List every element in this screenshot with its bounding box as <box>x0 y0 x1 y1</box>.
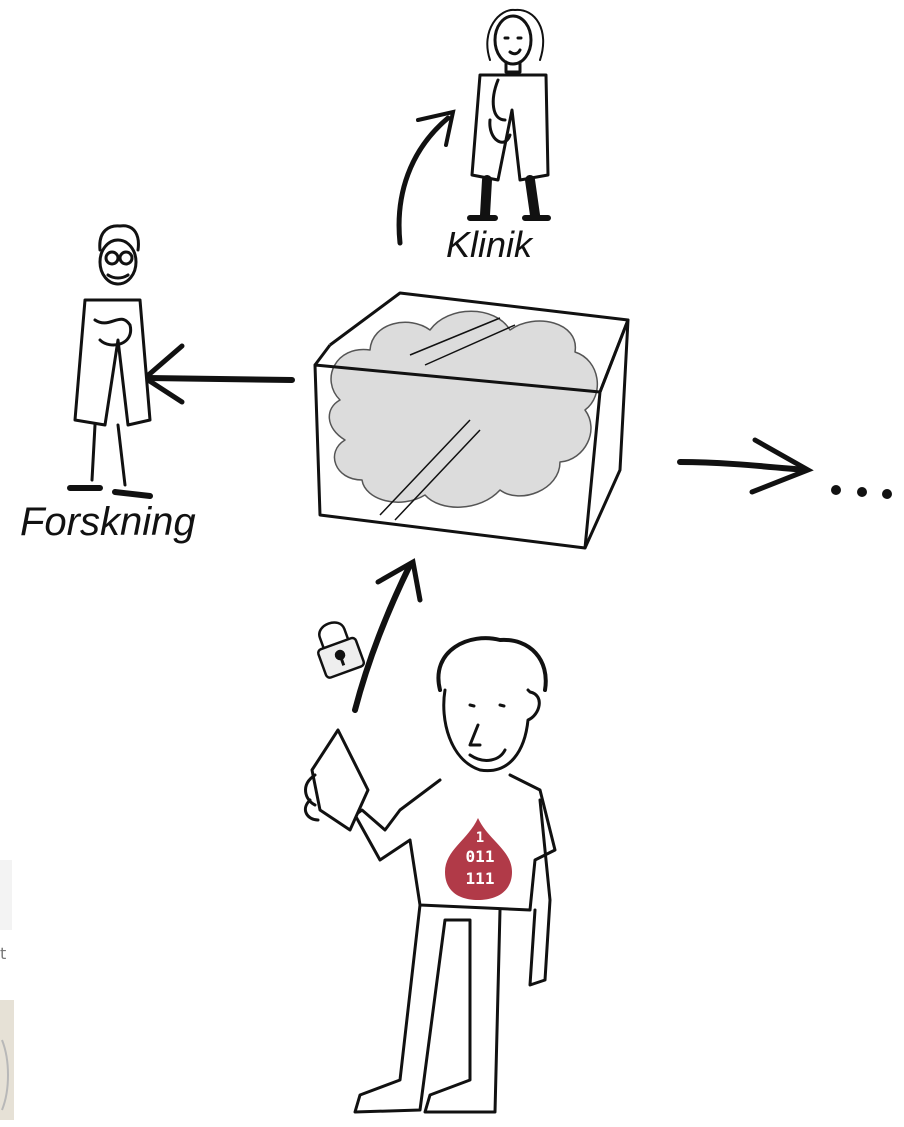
left-edge-fragment <box>0 860 14 1120</box>
clinic-label: Klinik <box>446 224 532 266</box>
drop-digits-line-2: 011 <box>466 847 495 866</box>
clinician-figure <box>470 10 548 218</box>
arrow-to-more <box>680 440 808 492</box>
drop-digits-line-1: 1 <box>476 830 484 846</box>
data-cloud-box <box>315 293 628 548</box>
arrow-to-box <box>355 562 420 710</box>
edge-fragment-text: t <box>0 944 6 963</box>
arrow-to-research <box>145 346 292 402</box>
ellipsis-dots <box>831 485 892 499</box>
patient-hair <box>438 638 545 690</box>
padlock-icon <box>310 617 365 679</box>
patient-figure <box>305 638 555 1112</box>
box-right <box>585 320 628 548</box>
box-left-top <box>315 345 330 365</box>
research-label: Forskning <box>20 500 196 545</box>
patient-legs <box>355 905 500 1112</box>
arrow-to-clinic <box>399 112 453 243</box>
cloud <box>329 311 597 507</box>
drop-digits-line-3: 111 <box>466 869 495 888</box>
researcher-figure <box>70 226 150 496</box>
